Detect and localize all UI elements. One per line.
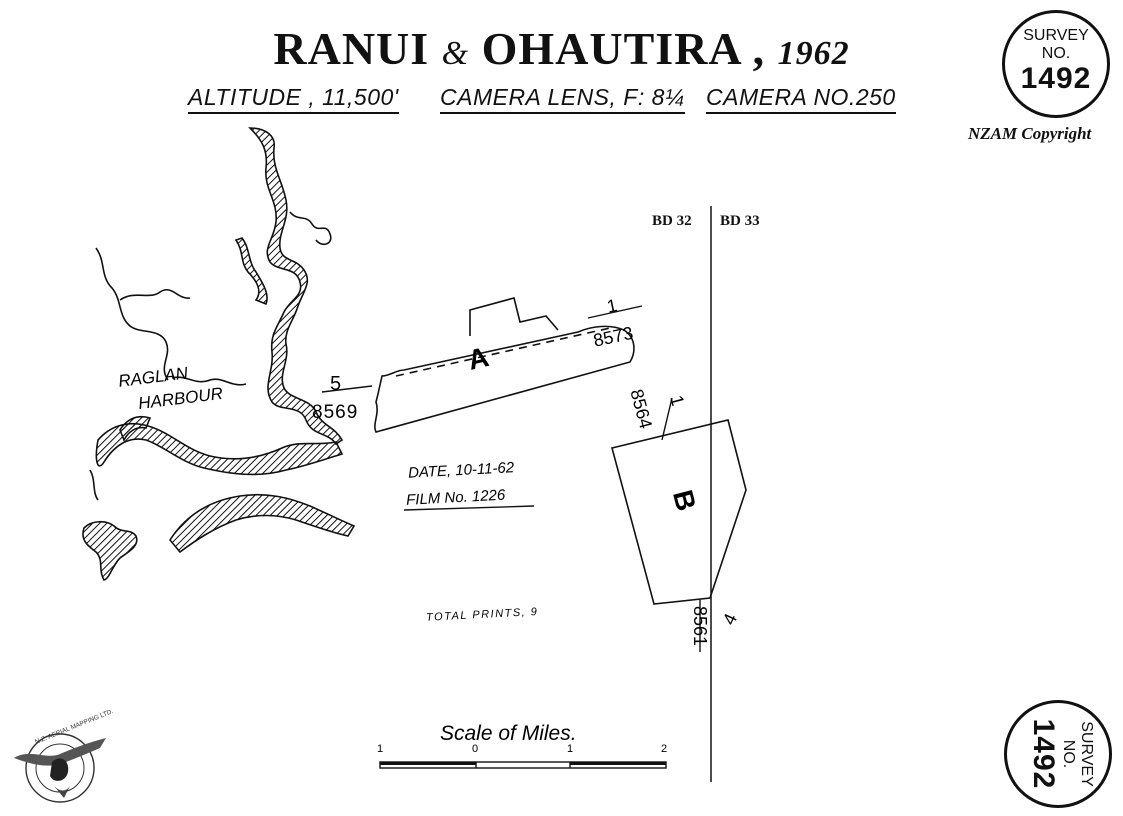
scale-tick-0: 0: [472, 743, 478, 755]
map-title: RANUI & OHAUTIRA , 1962: [0, 22, 1123, 75]
grid-label-bd32: BD 32: [652, 213, 692, 229]
flight-date: DATE, 10-11-62: [408, 459, 516, 482]
run-b-end-number: 4: [719, 610, 741, 628]
camera-lens-label: CAMERA LENS, F: 8¼: [440, 84, 685, 114]
title-name-2: OHAUTIRA: [481, 23, 741, 74]
scale-bar: [379, 761, 667, 769]
scale-tick-1-left: 1: [377, 743, 383, 755]
stamp-no-text: NO.: [1041, 45, 1071, 62]
run-a-label: A: [465, 341, 492, 376]
title-year: 1962: [777, 35, 850, 72]
run-a-start-frame: 8569: [312, 402, 358, 423]
run-b-start-number: 1: [666, 393, 688, 408]
copyright-notice: NZAM Copyright: [968, 124, 1092, 143]
grid-label-bd33: BD 33: [720, 213, 760, 229]
total-prints: TOTAL PRINTS, 9: [426, 606, 539, 624]
flight-run-b: [611, 397, 747, 652]
run-a-start-number: 5: [330, 373, 341, 395]
survey-stamp-top: SURVEY NO. 1492: [1002, 10, 1110, 118]
altitude-label: ALTITUDE , 11,500': [188, 84, 399, 114]
scale-tick-2: 2: [661, 743, 667, 755]
camera-number-label: CAMERA NO.250: [706, 84, 896, 114]
title-comma: ,: [752, 23, 766, 74]
run-b-end-frame: 8561: [690, 606, 710, 646]
coast-outline: [89, 211, 332, 501]
run-a-end-number: 1: [605, 295, 619, 317]
title-name-1: RANUI: [273, 23, 430, 74]
film-number: FILM No. 1226: [406, 487, 507, 509]
run-b-start-frame: 8564: [626, 387, 656, 431]
flight-run-a: [321, 297, 643, 433]
place-label-raglan: RAGLAN: [117, 363, 189, 390]
stamp-survey-text: SURVEY: [1023, 27, 1089, 44]
stamp-number: 1492: [1020, 62, 1092, 95]
run-b-label: B: [667, 487, 702, 515]
coastline: [82, 127, 356, 581]
place-label-harbour: HARBOUR: [137, 384, 224, 413]
company-logo-icon: [14, 733, 106, 803]
scale-tick-1: 1: [567, 743, 573, 755]
info-underline: [403, 505, 535, 511]
scale-title: Scale of Miles.: [440, 722, 577, 745]
title-ampersand: &: [441, 35, 470, 72]
